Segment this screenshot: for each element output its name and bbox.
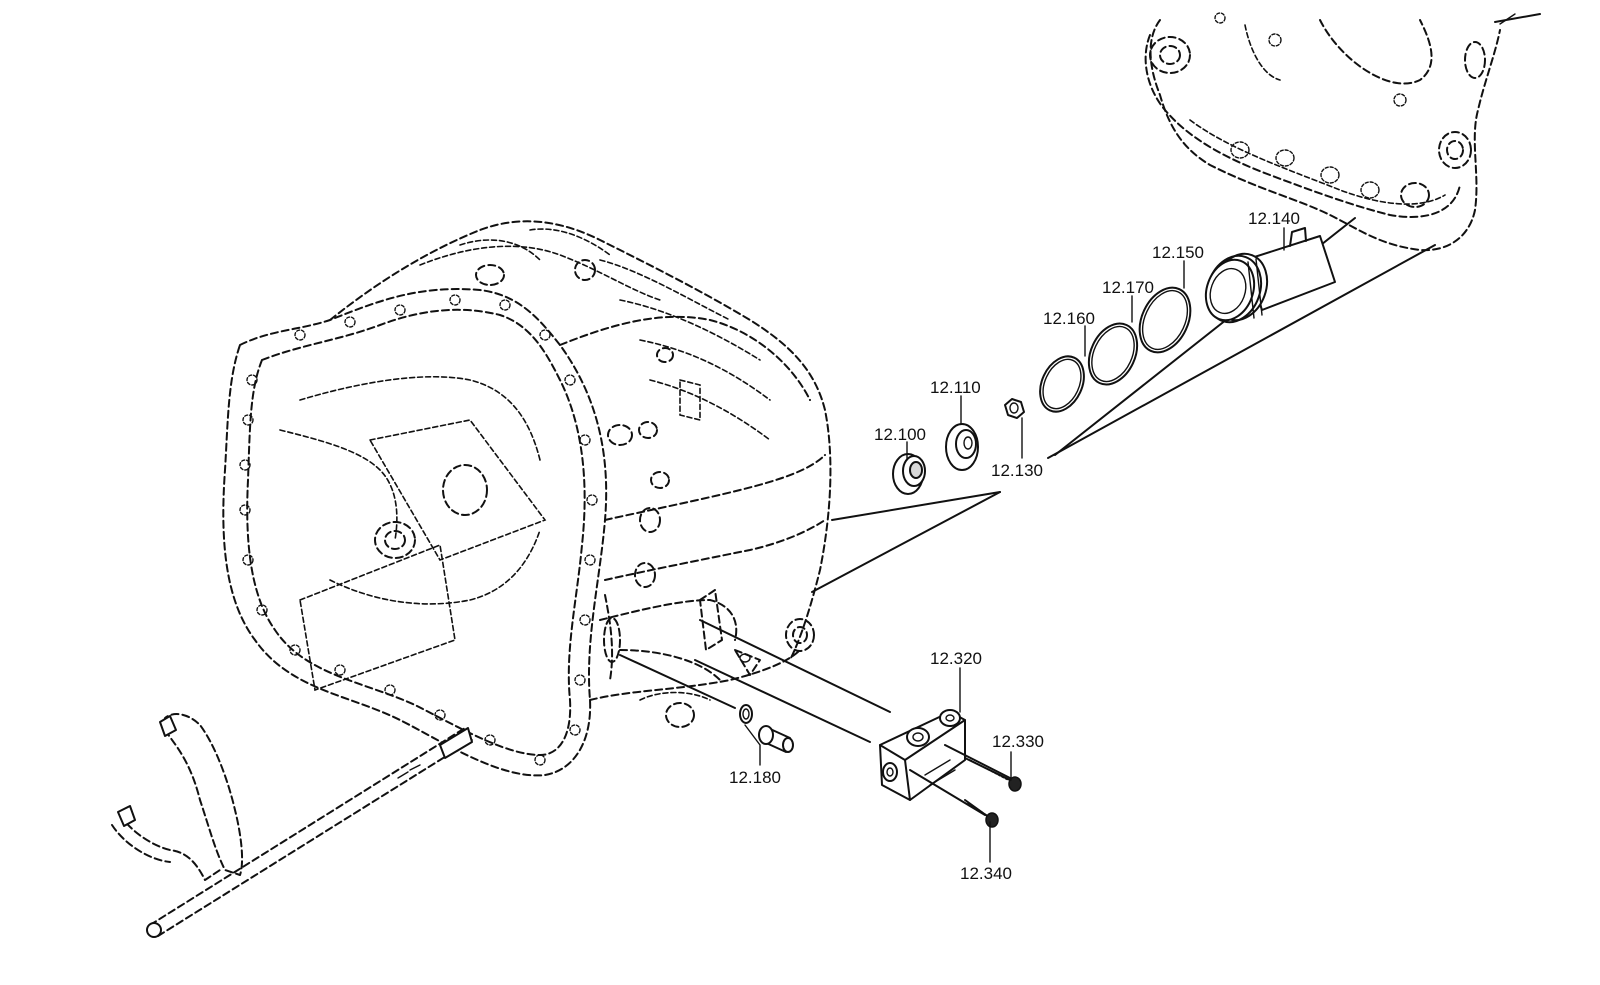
label-12-160: 12.160 bbox=[1043, 309, 1095, 328]
label-12-130: 12.130 bbox=[991, 461, 1043, 480]
label-12-320: 12.320 bbox=[930, 649, 982, 668]
o-ring-12-170 bbox=[1087, 322, 1139, 386]
leader-lines bbox=[744, 227, 1285, 863]
label-12-330: 12.330 bbox=[992, 732, 1044, 751]
nut-12-130 bbox=[1004, 398, 1025, 419]
shift-fork-assembly bbox=[111, 713, 473, 938]
label-12-100: 12.100 bbox=[874, 425, 926, 444]
washer-12-110 bbox=[945, 423, 979, 471]
rear-housing-cover bbox=[1144, 12, 1541, 252]
seal-12-100 bbox=[892, 453, 926, 495]
o-ring-12-160 bbox=[1039, 355, 1085, 413]
label-12-170: 12.170 bbox=[1102, 278, 1154, 297]
bolt-12-330 bbox=[944, 744, 1022, 792]
bolt-12-340 bbox=[909, 769, 999, 828]
valve-block-12-320 bbox=[879, 709, 966, 801]
label-12-340: 12.340 bbox=[960, 864, 1012, 883]
label-12-150: 12.150 bbox=[1152, 243, 1204, 262]
plug-12-180 bbox=[739, 704, 794, 753]
sleeve-12-140 bbox=[1204, 227, 1336, 324]
transmission-housing bbox=[222, 220, 832, 777]
label-12-180: 12.180 bbox=[729, 768, 781, 787]
assembly-axis-lines bbox=[619, 217, 1436, 743]
o-ring-12-150 bbox=[1138, 286, 1192, 354]
label-12-110: 12.110 bbox=[930, 378, 981, 397]
label-12-140: 12.140 bbox=[1248, 209, 1300, 228]
